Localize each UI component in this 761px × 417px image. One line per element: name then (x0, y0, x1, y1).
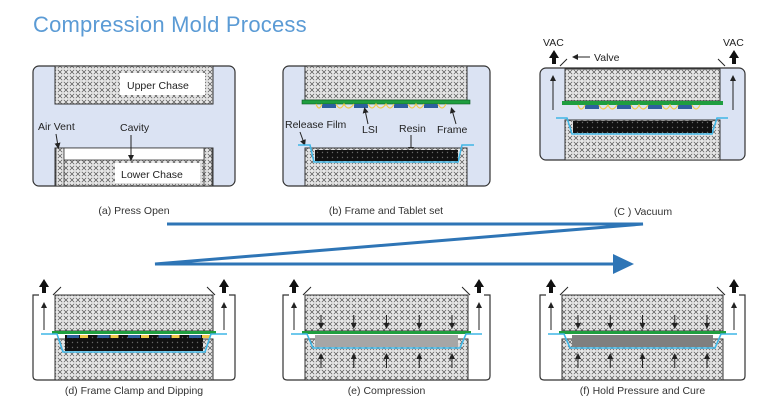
lower-chase-label: Lower Chase (121, 169, 183, 181)
caption-b: (b) Frame and Tablet set (329, 205, 443, 217)
upper-chase (54, 294, 214, 332)
air-vent-label: Air Vent (38, 121, 75, 133)
frame-substrate (52, 331, 216, 334)
valve-left (559, 58, 568, 67)
valve-right (717, 58, 726, 67)
panel-c-vacuum: VAC VAC Valve (C ) Vacuum (539, 37, 746, 218)
vac-arrow-icon-left (546, 279, 556, 293)
caption-c: (C ) Vacuum (614, 206, 672, 218)
caption-a: (a) Press Open (98, 205, 169, 217)
lsi-chip (128, 335, 140, 338)
process-flow-arrow (154, 222, 644, 274)
lsi-chips (585, 105, 692, 109)
upper-chase (304, 65, 468, 101)
upper-chase-label-bg (120, 73, 205, 95)
cured-resin (572, 335, 713, 347)
lsi-label: LSI (362, 124, 378, 136)
lsi-chip (67, 335, 79, 338)
lower-chase-label-bg (115, 163, 200, 183)
clamp-left (55, 147, 65, 187)
caption-d: (d) Frame Clamp and Dipping (65, 385, 203, 397)
valve-left (559, 286, 569, 296)
flow-arrowhead-icon (613, 254, 634, 274)
bond-wire (171, 335, 180, 338)
clamp-right (203, 147, 213, 187)
lsi-chip (158, 335, 171, 338)
vac-arrow-icon-right (219, 279, 229, 293)
compressed-resin (315, 335, 458, 347)
lsi-chip (189, 335, 201, 338)
release-film (41, 333, 227, 353)
valve-right (206, 286, 216, 296)
lsi-chip (585, 105, 599, 109)
vac-arrow-icon-left (289, 279, 299, 293)
page-title: Compression Mold Process (33, 12, 307, 37)
valve-right (461, 286, 471, 296)
panel-f-hold-pressure-cure: (f) Hold Pressure and Cure (539, 279, 746, 397)
lsi-chip (678, 105, 692, 109)
frame-label: Frame (437, 124, 467, 136)
release-film (556, 117, 728, 135)
vac-arrow-icon-left (549, 50, 559, 64)
valve-right (716, 286, 726, 296)
resin-tablet (315, 150, 458, 161)
vac-arrow-icon-right (729, 50, 739, 64)
air-vent-pointer (54, 133, 61, 149)
release-film-label: Release Film (285, 119, 347, 131)
vac-label-right: VAC (723, 37, 744, 49)
lsi-chip (394, 104, 408, 108)
lsi-chips (322, 104, 438, 108)
frame-substrate (559, 331, 726, 334)
lsi-chip (354, 104, 368, 108)
lsi-pointer (362, 107, 369, 125)
panel-b-frame-tablet-set: Release Film LSI Resin Frame (b) Frame a… (282, 65, 491, 217)
valve-left (52, 286, 62, 296)
vac-arrow-icon-right (729, 279, 739, 293)
lsi-chip (617, 105, 631, 109)
cavity (63, 147, 205, 161)
release-film (298, 144, 474, 163)
bond-wires (577, 103, 701, 110)
frame-substrate (562, 101, 723, 105)
frame-substrate (302, 331, 471, 334)
frame-pointer (449, 107, 457, 125)
upper-chase-label: Upper Chase (127, 80, 189, 92)
valve-left (302, 286, 312, 296)
vac-arrow-icon-right (474, 279, 484, 293)
resin (65, 335, 203, 351)
caption-e: (e) Compression (348, 385, 426, 397)
upper-chase (564, 68, 721, 102)
panel-a-press-open: Upper Chase Lower Chase Air Vent Cavity … (32, 65, 236, 217)
release-film-pointer (299, 131, 306, 146)
bond-wire (202, 335, 210, 338)
vac-label-left: VAC (543, 37, 564, 49)
bond-wire (110, 335, 119, 338)
valve-label: Valve (594, 52, 620, 64)
panel-e-compression: (e) Compression (282, 279, 491, 397)
lsi-chip (322, 104, 336, 108)
flow-arrow-line (154, 222, 644, 266)
bond-wires (315, 102, 447, 109)
caption-f: (f) Hold Pressure and Cure (580, 385, 706, 397)
lsi-chip (97, 335, 110, 338)
bond-wire (141, 335, 149, 338)
lsi-chip (424, 104, 438, 108)
vac-arrow-icon-left (39, 279, 49, 293)
release-film (548, 333, 737, 349)
bond-wire (80, 335, 88, 338)
resin-label: Resin (399, 123, 426, 135)
lsi-chip (648, 105, 662, 109)
panel-d-frame-clamp-dipping: (d) Frame Clamp and Dipping (32, 279, 236, 397)
release-film (291, 333, 482, 349)
cavity-label: Cavity (120, 122, 150, 134)
resin-tablet (573, 121, 712, 133)
